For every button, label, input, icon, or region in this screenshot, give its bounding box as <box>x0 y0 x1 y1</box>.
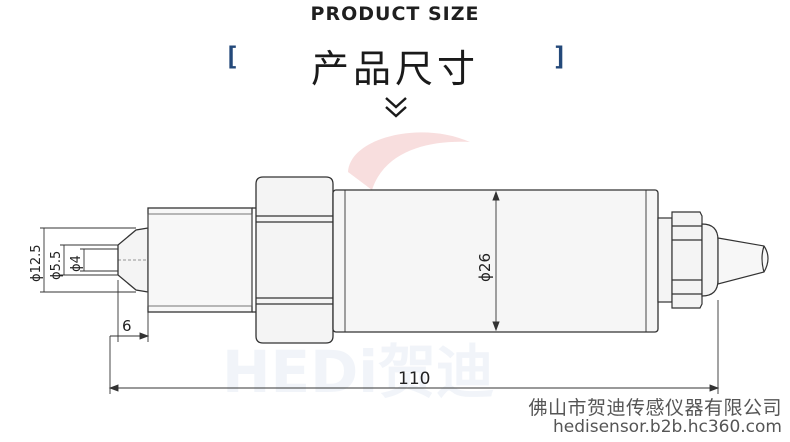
right-bracket: ] <box>552 42 568 72</box>
cable <box>717 237 769 285</box>
dim-d3-label: ϕ4 <box>69 255 84 272</box>
tip-length-dimension <box>110 280 150 342</box>
dim-body-diameter-label: ϕ26 <box>476 253 494 282</box>
title-row: [ 产品尺寸 ] <box>0 38 790 91</box>
watermark-text: HEDi贺迪 <box>222 338 494 406</box>
company-name: 佛山市贺迪传感仪器有限公司 <box>528 397 782 419</box>
dim-total-length-label: 110 <box>398 369 430 389</box>
total-length-dimension <box>108 300 720 394</box>
main-body <box>332 189 659 333</box>
dim-d2-label: ϕ5.5 <box>49 251 64 280</box>
cable-gland <box>657 211 719 309</box>
website-url: hedisensor.b2b.hc360.com <box>552 417 782 437</box>
page-title: 产品尺寸 <box>310 47 479 91</box>
left-bracket: [ <box>224 42 240 72</box>
left-diameter-dimensions <box>40 227 136 293</box>
body-diameter-dimension <box>492 190 500 332</box>
dim-tip-length-label: 6 <box>122 317 132 335</box>
double-chevron-down-icon <box>385 97 407 118</box>
hex-nut <box>252 176 334 344</box>
product-size-subtitle: PRODUCT SIZE <box>310 3 480 25</box>
watermark-logo: HEDi贺迪 <box>222 132 494 406</box>
threaded-section <box>147 207 253 313</box>
dim-d1-label: ϕ12.5 <box>29 244 44 282</box>
probe-tip <box>117 227 149 293</box>
logo-swirl-icon <box>348 132 470 190</box>
